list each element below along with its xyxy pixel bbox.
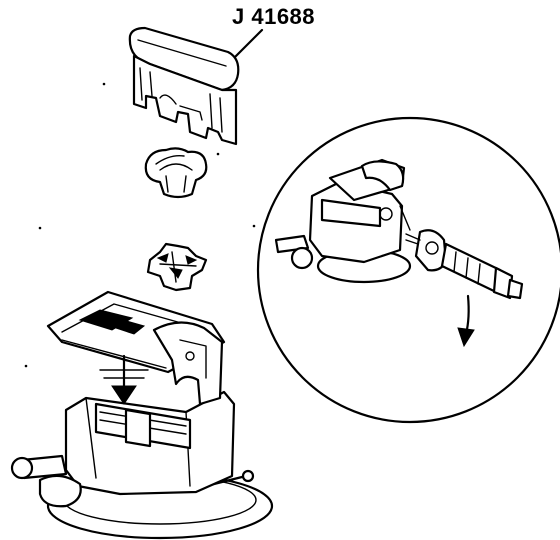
tool-callout-label: J 41688 bbox=[232, 4, 316, 29]
inset-shaft-assembly bbox=[405, 229, 524, 300]
detail-inset bbox=[256, 116, 560, 424]
bench-vise-main bbox=[10, 290, 274, 540]
callout-leader bbox=[232, 28, 264, 60]
scan-specks bbox=[24, 82, 256, 368]
inset-vise bbox=[274, 158, 412, 284]
lower-star-part bbox=[146, 242, 208, 292]
inset-motion-arrow bbox=[457, 294, 475, 348]
upper-clip-part bbox=[144, 147, 208, 199]
tool-j41688 bbox=[128, 26, 240, 146]
